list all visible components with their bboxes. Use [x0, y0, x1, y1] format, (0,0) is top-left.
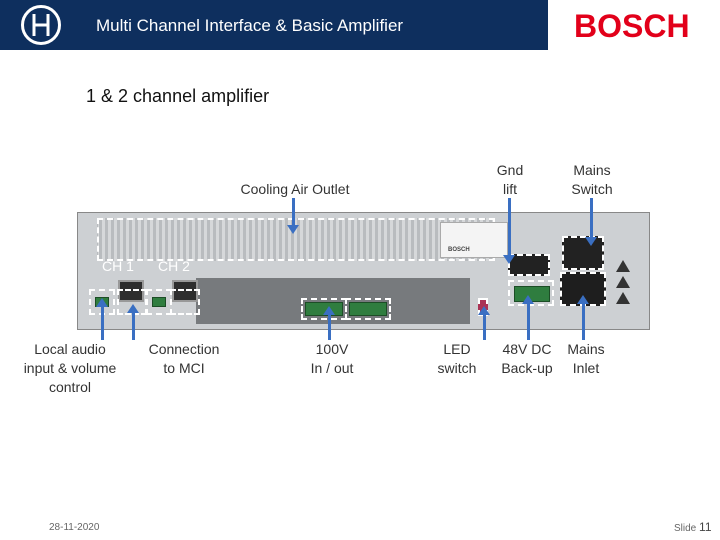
label-mains-inlet-line2: Inlet — [572, 360, 600, 376]
label-48v-line1: 48V DC — [502, 341, 552, 357]
slide-subtitle: 1 & 2 channel amplifier — [86, 86, 270, 106]
gnd-lift-switch — [508, 254, 550, 276]
slide-header: Multi Channel Interface & Basic Amplifie… — [0, 0, 720, 50]
label-100v-line2: In / out — [310, 360, 354, 376]
label-mains-inlet-line1: Mains — [567, 341, 605, 357]
100v-terminal-box-2 — [345, 298, 391, 320]
arrow-local-audio — [96, 298, 108, 340]
rating-sticker — [440, 222, 508, 258]
label-100v: 100V In / out — [298, 340, 366, 378]
arrow-100v — [323, 306, 335, 340]
ch2-label: CH 2 — [158, 258, 190, 274]
label-48v-dc: 48V DC Back-up — [494, 340, 560, 378]
label-mains-inlet: Mains Inlet — [560, 340, 612, 378]
mci-port-box-ch2 — [170, 289, 200, 315]
bosch-armature-icon — [21, 5, 61, 45]
header-logo-area — [0, 0, 84, 50]
arrow-connection-mci — [127, 304, 139, 340]
arrow-mains-inlet — [577, 295, 589, 340]
sticker-brand: BOSCH — [448, 247, 470, 253]
label-mains-switch-line1: Mains — [573, 162, 611, 178]
rj45-port-ch1-top — [118, 280, 144, 302]
arrow-48v-dc — [522, 295, 534, 340]
label-local-audio-line1: Local audio — [34, 341, 106, 357]
label-connection-line2: to MCI — [163, 360, 205, 376]
panel-recess — [196, 278, 470, 324]
header-title-bar — [84, 0, 548, 50]
arrow-gnd-lift — [503, 198, 515, 264]
label-mains-switch-line2: Switch — [571, 181, 613, 197]
warning-triangle-icon — [616, 276, 630, 288]
label-gnd-lift-line2: lift — [503, 181, 517, 197]
arrow-cooling — [287, 198, 299, 234]
label-led-switch: LED switch — [428, 340, 486, 378]
100v-terminal-2 — [349, 302, 387, 316]
mains-switch — [562, 236, 604, 270]
label-local-audio-line2: input & volume — [23, 360, 117, 376]
slide-number: 11 — [699, 520, 712, 534]
label-48v-line2: Back-up — [501, 360, 553, 376]
local-audio-port-box-ch2 — [146, 289, 172, 315]
footer-date: 28-11-2020 — [49, 522, 100, 533]
arrow-led-switch — [478, 306, 490, 340]
local-audio-connector-ch2 — [152, 297, 166, 307]
rj45-port-ch2-top — [172, 280, 198, 302]
warning-triangle-icon — [616, 292, 630, 304]
label-gnd-lift-line1: Gnd — [496, 162, 524, 178]
label-cooling-air-outlet: Cooling Air Outlet — [240, 181, 350, 197]
label-local-audio-line3: control — [48, 379, 92, 395]
label-gnd-lift: Gnd lift — [484, 161, 536, 199]
label-mains-switch: Mains Switch — [560, 161, 624, 199]
label-100v-line1: 100V — [315, 341, 349, 357]
slide-label: Slide — [674, 523, 697, 534]
bosch-logo-text: BOSCH — [574, 8, 690, 44]
label-connection-mci: Connection to MCI — [136, 340, 232, 378]
label-led-line2: switch — [437, 360, 477, 376]
label-connection-line1: Connection — [148, 341, 220, 357]
arrow-mains-switch — [585, 198, 597, 246]
footer-slide: Slide 11 — [674, 520, 712, 534]
label-led-line1: LED — [443, 341, 471, 357]
warning-triangle-icon — [616, 260, 630, 272]
slide-title: Multi Channel Interface & Basic Amplifie… — [96, 16, 404, 35]
label-local-audio: Local audio input & volume control — [14, 340, 126, 397]
ch1-label: CH 1 — [102, 258, 134, 274]
